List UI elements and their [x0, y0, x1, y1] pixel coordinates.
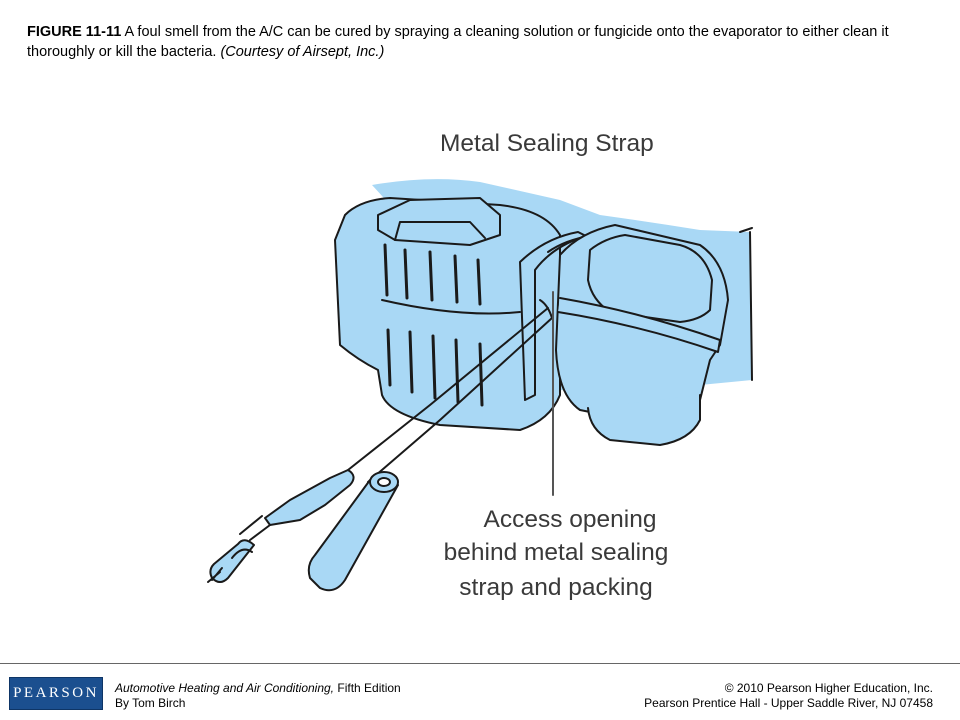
- label-access-opening-3: strap and packing: [459, 574, 652, 601]
- label-access-opening-2: behind metal sealing: [444, 539, 669, 566]
- logo-text: PEARSON: [13, 685, 99, 701]
- spray-tube-a: [367, 317, 553, 483]
- vent-slots-lower: [386, 328, 484, 407]
- vent-slots-upper: [383, 243, 482, 306]
- figure-caption: FIGURE 11-11 A foul smell from the A/C c…: [27, 22, 937, 62]
- copyright-text: © 2010 Pearson Higher Education, Inc.: [724, 681, 933, 695]
- footer-book-info: Automotive Heating and Air Conditioning,…: [115, 681, 401, 711]
- pearson-logo: PEARSON: [9, 677, 103, 710]
- blower-window: [587, 234, 713, 323]
- footer-copyright: © 2010 Pearson Higher Education, Inc. Pe…: [644, 681, 933, 711]
- publisher-text: Pearson Prentice Hall - Upper Saddle Riv…: [644, 696, 933, 710]
- evaporator-diagram: Metal Sealing Strap Access opening behin…: [207, 130, 753, 601]
- spray-tube-b: [347, 307, 549, 471]
- figure-number: FIGURE 11-11: [27, 24, 122, 40]
- book-title: Automotive Heating and Air Conditioning,: [115, 681, 335, 695]
- footer-divider: [0, 663, 960, 664]
- book-edition: Fifth Edition: [334, 681, 401, 695]
- book-author: By Tom Birch: [115, 696, 186, 710]
- caption-courtesy: (Courtesy of Airsept, Inc.): [220, 44, 385, 60]
- caption-text: A foul smell from the A/C can be cured b…: [27, 24, 889, 60]
- label-metal-sealing-strap: Metal Sealing Strap: [440, 130, 654, 157]
- label-access-opening-1: Access opening: [484, 506, 657, 533]
- evaporator-box: [334, 197, 561, 431]
- blower-motor: [587, 394, 701, 446]
- spray-nozzle: [264, 469, 355, 526]
